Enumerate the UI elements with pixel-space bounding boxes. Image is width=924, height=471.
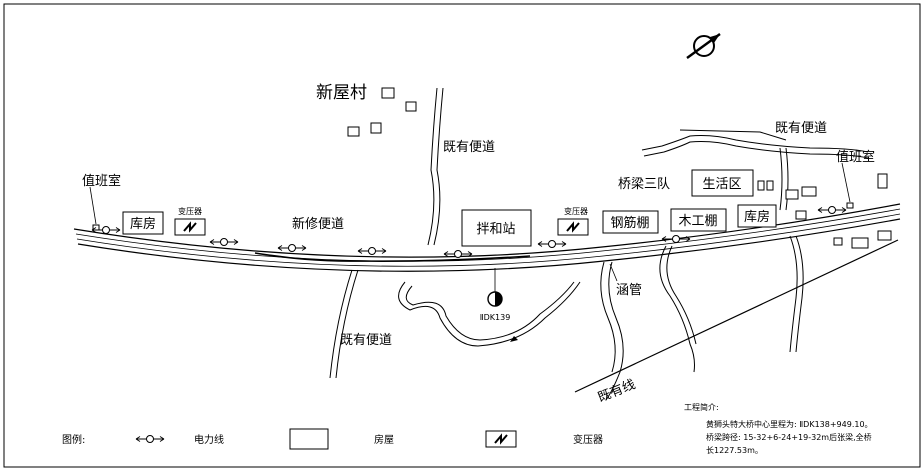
legend-power-line-label: 电力线 [194,433,224,446]
existing-line [574,239,899,393]
existing-road-north [427,87,444,246]
pier-symbol-icon [487,268,503,307]
duty-room-right-label: 值班室 [836,149,875,165]
project-intro: 工程简介: 黄狮头特大桥中心里程为: ⅡDK138+949.10。 桥梁跨径: … [684,402,873,455]
existing-road-south [329,269,359,379]
existing-line-label: 既有线 [596,377,638,406]
duty-room-left-label: 值班室 [82,173,121,189]
warehouse-right-label: 库房 [744,209,770,225]
legend-power-line-icon [135,435,165,443]
village-label: 新屋村 [316,83,367,103]
bridge-team-label: 桥梁三队 [618,177,670,192]
pier-mark-label: ⅡDK139 [480,313,511,322]
wood-shed-box: 木工棚 [670,208,727,232]
power-line-icon [817,206,847,214]
warehouse-right-box: 库房 [737,204,777,228]
transformer-icon [174,218,206,236]
mixing-station-label: 拌和站 [476,222,515,237]
legend: 图例: 电力线 房屋 变压器 [62,428,603,450]
rebar-shed-label: 钢筋棚 [610,215,649,231]
existing-road-ne [641,129,869,211]
wood-shed-label: 木工棚 [678,214,717,229]
culvert-stream [600,261,624,401]
duty-room-right-leader [841,162,851,203]
living-area-box: 生活区 [691,169,754,197]
project-line-3: 长1227.53m。 [706,445,763,455]
legend-title: 图例: [62,433,85,446]
drawing-frame [3,3,921,468]
power-line-icon [277,244,307,252]
project-title: 工程简介: [684,402,719,412]
culvert-leader [609,263,618,282]
houses [92,87,892,249]
legend-transformer-label: 变压器 [573,433,603,446]
power-line-icon [209,238,239,246]
transformer-icon [557,218,589,236]
new-road-label: 新修便道 [292,216,344,232]
loop-road [398,281,581,347]
legend-transformer-icon [485,430,517,448]
duty-room-left-leader [89,186,97,225]
existing-road-south-label: 既有便道 [340,333,392,348]
project-line-1: 黄狮头特大桥中心里程为: ⅡDK138+949.10。 [706,419,873,429]
existing-road-north-label: 既有便道 [443,140,495,155]
north-arrow-icon [686,33,721,59]
power-line-icon [357,247,387,255]
living-area-label: 生活区 [702,177,741,192]
power-line-icon [537,240,567,248]
new-road [254,252,531,262]
warehouse-left-label: 库房 [130,216,156,232]
small-streams [659,235,804,373]
main-line-alignment [73,203,901,272]
transformer-label-middle: 变压器 [564,206,588,216]
legend-house-icon [289,428,329,450]
existing-road-ne-label: 既有便道 [775,121,827,136]
culvert-label: 涵管 [616,283,642,298]
rebar-shed-box: 钢筋棚 [602,210,659,234]
legend-house-label: 房屋 [374,433,394,446]
mixing-station-box: 拌和站 [461,209,532,247]
warehouse-left-box: 库房 [122,211,164,235]
project-line-2: 桥梁跨径: 15-32+6-24+19-32m后张梁,全桥 [706,432,872,442]
transformer-label-left: 变压器 [178,206,202,216]
